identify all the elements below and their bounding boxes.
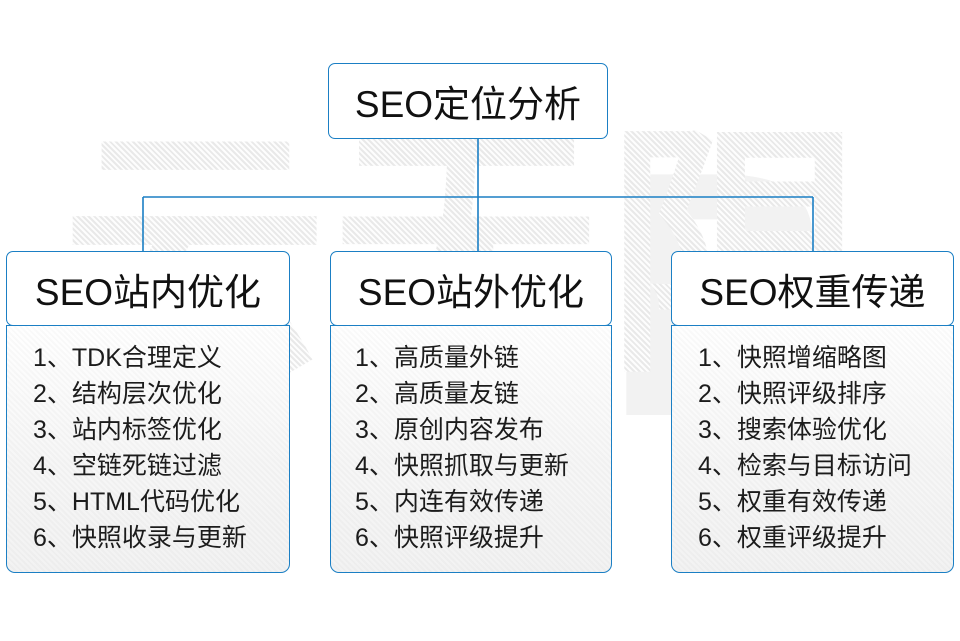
list-item: 6、快照评级提升 xyxy=(355,524,544,552)
branch-title: SEO权重传递 xyxy=(699,271,926,313)
list-item: 1、快照增缩略图 xyxy=(698,344,887,372)
list-item: 6、快照收录与更新 xyxy=(33,524,247,552)
list-item: 3、站内标签优化 xyxy=(33,416,222,444)
list-item: 1、TDK合理定义 xyxy=(33,344,222,372)
branch-column-seo-off-site: SEO站外优化 1、高质量外链 2、高质量友链 3、原创内容发布 4、快照抓取与… xyxy=(330,251,612,573)
list-item: 2、结构层次优化 xyxy=(33,380,222,408)
list-item: 5、内连有效传递 xyxy=(355,488,544,516)
branch-header-seo-weight-transfer[interactable]: SEO权重传递 xyxy=(671,251,954,326)
branch-header-seo-off-site[interactable]: SEO站外优化 xyxy=(330,251,612,326)
list-item: 4、空链死链过滤 xyxy=(33,452,222,480)
branch-header-seo-on-site[interactable]: SEO站内优化 xyxy=(6,251,290,326)
list-item: 3、原创内容发布 xyxy=(355,416,544,444)
list-item: 4、快照抓取与更新 xyxy=(355,452,569,480)
branch-body-seo-on-site: 1、TDK合理定义 2、结构层次优化 3、站内标签优化 4、空链死链过滤 5、H… xyxy=(6,325,290,573)
branch-body-seo-weight-transfer: 1、快照增缩略图 2、快照评级排序 3、搜索体验优化 4、检索与目标访问 5、权… xyxy=(671,325,954,573)
branch-title: SEO站外优化 xyxy=(357,271,585,313)
branch-column-seo-on-site: SEO站内优化 1、TDK合理定义 2、结构层次优化 3、站内标签优化 4、空链… xyxy=(6,251,290,573)
list-item: 5、权重有效传递 xyxy=(698,488,887,516)
root-node-label: SEO定位分析 xyxy=(354,84,582,125)
list-item: 2、高质量友链 xyxy=(355,380,519,408)
list-item: 4、检索与目标访问 xyxy=(698,452,912,480)
list-item: 5、HTML代码优化 xyxy=(33,488,240,516)
branch-body-seo-off-site: 1、高质量外链 2、高质量友链 3、原创内容发布 4、快照抓取与更新 5、内连有… xyxy=(330,325,612,573)
list-item: 1、高质量外链 xyxy=(355,344,519,372)
branch-column-seo-weight-transfer: SEO权重传递 1、快照增缩略图 2、快照评级排序 3、搜索体验优化 4、检索与… xyxy=(671,251,954,573)
branch-title: SEO站内优化 xyxy=(34,271,262,313)
list-item: 6、权重评级提升 xyxy=(698,524,887,552)
list-item: 2、快照评级排序 xyxy=(698,380,887,408)
list-item: 3、搜索体验优化 xyxy=(698,416,887,444)
root-node[interactable]: SEO定位分析 xyxy=(328,63,608,139)
